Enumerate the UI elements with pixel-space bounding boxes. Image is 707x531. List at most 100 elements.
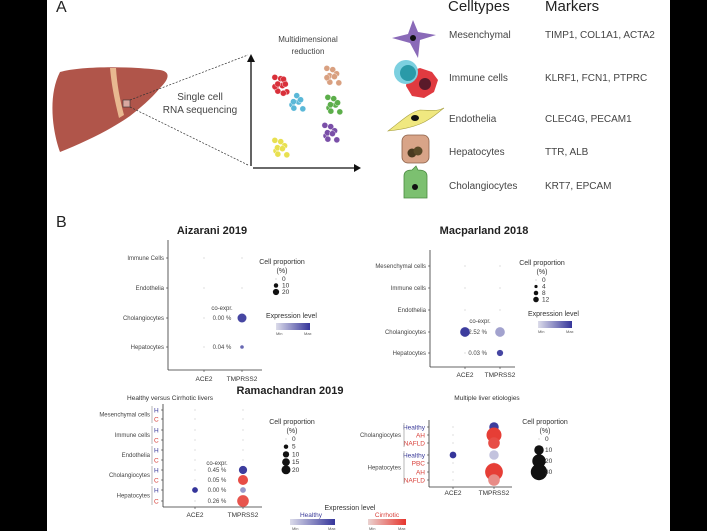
markers-header: Markers (545, 0, 599, 15)
cluster-cell (293, 92, 300, 99)
cluster-cell (271, 74, 279, 81)
gene-label: ACE2 (457, 372, 474, 379)
cluster-cell (335, 79, 343, 87)
size-legend-dot (282, 458, 290, 466)
row-label: Endothelia (398, 308, 427, 314)
group-label: Mesenchymal cells (99, 413, 150, 419)
cluster-cell (327, 107, 335, 115)
coexpr-value: 0.26 % (208, 499, 227, 505)
zoom-line-top (129, 54, 249, 101)
cluster-cell (274, 87, 282, 95)
size-legend-dot (533, 290, 539, 296)
shared-expr-title: Expression level (325, 505, 376, 512)
group-label: Hepatocytes (368, 466, 401, 472)
faint-dot (203, 317, 205, 319)
expression-dot (488, 437, 500, 449)
reduction-text-1: Multidimensional (278, 35, 338, 44)
faint-dot (499, 309, 501, 311)
faint-dot (194, 459, 196, 461)
cluster-cell (290, 104, 298, 112)
faint-dot (242, 418, 244, 420)
gene-label: ACE2 (196, 376, 213, 383)
size-legend-dot (534, 445, 544, 455)
row-label: Hepatocytes (131, 345, 164, 351)
cluster-cell (324, 135, 332, 143)
condition-label: C (154, 478, 159, 485)
faint-dot (452, 479, 454, 481)
condition-label: AH (416, 433, 425, 440)
condition-label: AH (416, 470, 425, 477)
size-legend-dot (538, 438, 540, 440)
size-legend-value: 8 (542, 290, 546, 297)
cluster-cell (271, 137, 279, 144)
expression-dot (237, 474, 249, 486)
cluster-cell (321, 122, 329, 129)
size-legend-dot (283, 444, 289, 449)
size-legend-dot (534, 284, 538, 289)
faint-dot (464, 265, 466, 267)
faint-dot (203, 287, 205, 289)
expression-dot (240, 345, 244, 349)
expression-dot (192, 487, 198, 493)
size-legend-unit: (%) (537, 269, 548, 276)
cluster-cell (279, 145, 286, 152)
row-label: Immune Cells (127, 256, 164, 262)
cluster-cell (336, 108, 344, 116)
panel-b-label: B (56, 214, 67, 231)
faint-dot (242, 459, 244, 461)
faint-dot (194, 479, 196, 481)
condition-label: H (154, 408, 159, 415)
size-legend-value: 20 (545, 458, 553, 465)
expr-legend-title: Expression level (266, 313, 317, 320)
condition-label: C (154, 499, 159, 506)
coexpr-value: 0.03 % (468, 351, 487, 357)
cluster-cell (282, 80, 289, 88)
size-legend-dot (533, 296, 539, 303)
expression-dot (238, 465, 248, 475)
shared-expression-legend: Expression level Healthy Cirrhotic Min M… (290, 505, 406, 531)
condition-label: C (154, 438, 159, 445)
faint-dot (242, 449, 244, 451)
size-legend-value: 10 (545, 447, 553, 454)
row-label: Immune cells (391, 286, 426, 292)
size-legend-dot (530, 463, 548, 481)
cluster-cell (280, 90, 287, 97)
cirrhotic-gradient (368, 519, 406, 525)
size-legend-dot (281, 465, 291, 475)
size-legend-unit: (%) (540, 428, 551, 435)
faint-dot (203, 346, 205, 348)
expression-dot (449, 451, 457, 459)
row-label: Mesenchymal cells (375, 264, 426, 270)
size-legend-dot (285, 438, 287, 440)
expr-min: Min (276, 331, 282, 336)
condition-label: Healthy (403, 453, 426, 460)
expression-dot (489, 450, 499, 460)
cluster-cell (290, 98, 297, 105)
size-legend-value: 10 (282, 283, 290, 290)
faint-dot (464, 287, 466, 289)
cluster-cell (333, 136, 341, 144)
coexpr-value: 0.04 % (213, 345, 232, 351)
expr-min: Min (538, 329, 544, 334)
condition-label: NAFLD (404, 441, 426, 448)
healthy-min: Min (292, 526, 298, 531)
marker-list: TIMP1, COL1A1, ACTA2 (545, 30, 655, 41)
reduction-axes (247, 54, 361, 172)
cluster-cell (323, 65, 331, 72)
zoom-line-bottom (129, 106, 249, 166)
row-label: Endothelia (136, 286, 165, 292)
size-legend-value: 15 (292, 459, 300, 466)
celltype-label: Cholangiocytes (449, 181, 517, 192)
panel-a: A Single cell RNA sequencing Multidimens… (52, 0, 655, 199)
expr-max: Max (566, 329, 574, 334)
cluster-cell (297, 96, 304, 103)
row-label: Cholangiocytes (123, 316, 164, 322)
faint-dot (194, 409, 196, 411)
hvc-subtitle: Healthy versus Cirrhotic livers (127, 395, 214, 402)
faint-dot (194, 418, 196, 420)
faint-dot (242, 439, 244, 441)
